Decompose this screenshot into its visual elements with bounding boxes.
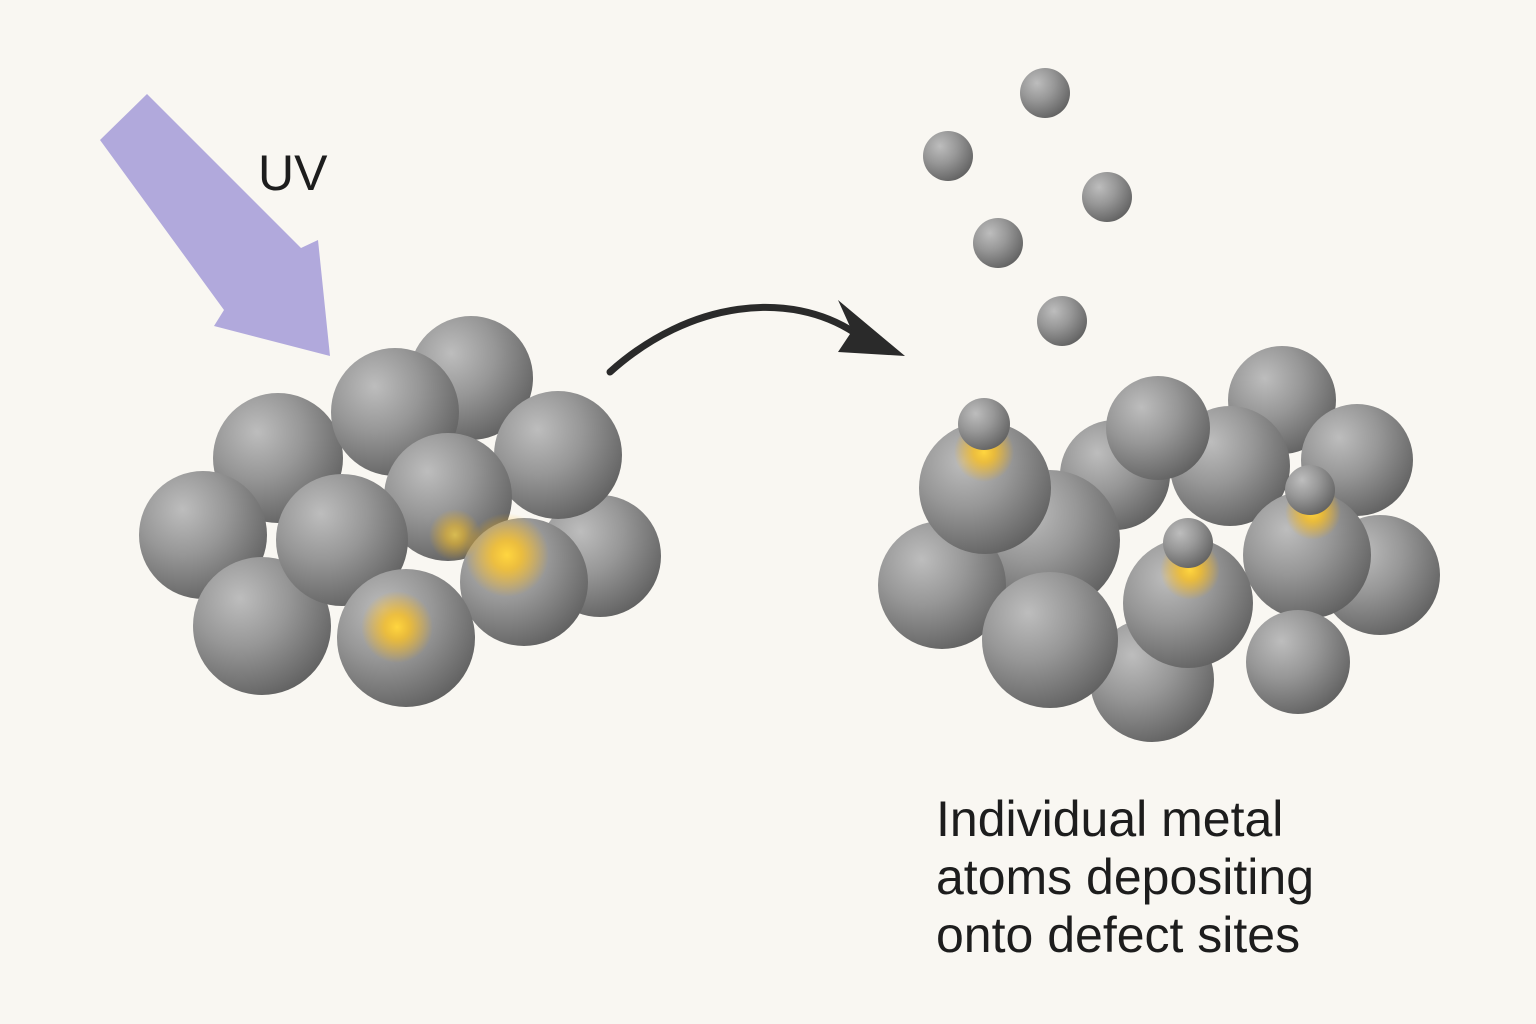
free-metal-atoms: [923, 68, 1132, 346]
caption-line: atoms depositing: [936, 849, 1315, 905]
left-defect-sites: [361, 509, 549, 663]
process-arrowhead-icon: [838, 300, 905, 356]
process-arrow-icon: [606, 303, 859, 376]
caption-line: onto defect sites: [936, 907, 1301, 963]
right-nanoparticle-cluster: [878, 346, 1440, 742]
caption: Individual metal atoms depositing onto d…: [936, 790, 1496, 964]
uv-arrow-icon: [100, 94, 330, 356]
caption-line: Individual metal: [936, 791, 1284, 847]
uv-label: UV: [258, 145, 328, 201]
deposited-metal-atoms: [958, 398, 1335, 568]
